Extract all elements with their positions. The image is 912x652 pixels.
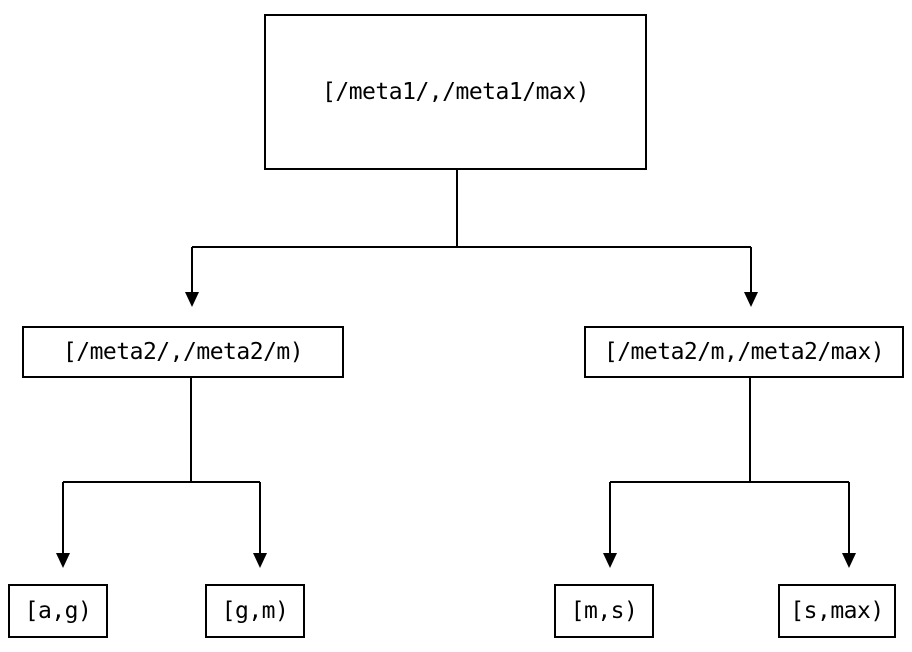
connector-right-children (609, 378, 850, 553)
tree-node-right-label: [/meta2/m,/meta2/max) (603, 339, 885, 365)
tree-node-root-label: [/meta1/,/meta1/max) (322, 79, 589, 105)
arrowheads-level2 (185, 292, 758, 307)
arrow-down-icon (56, 553, 70, 568)
tree-node-left: [/meta2/,/meta2/m) (22, 326, 344, 378)
arrow-down-icon (842, 553, 856, 568)
arrow-down-icon (744, 292, 758, 307)
arrow-down-icon (253, 553, 267, 568)
tree-node-left-label: [/meta2/,/meta2/m) (62, 339, 304, 365)
tree-node-right-right-label: [s,max) (790, 598, 884, 624)
connector-left-children (62, 378, 261, 553)
arrowheads-left-leaves (56, 553, 267, 568)
arrow-down-icon (185, 292, 199, 307)
tree-node-right: [/meta2/m,/meta2/max) (584, 326, 904, 378)
connector-root-children (191, 170, 752, 292)
tree-node-right-left-label: [m,s) (570, 598, 638, 624)
tree-node-left-right: [g,m) (205, 584, 305, 638)
tree-node-right-right: [s,max) (778, 584, 896, 638)
tree-node-left-left: [a,g) (8, 584, 108, 638)
tree-node-root: [/meta1/,/meta1/max) (264, 14, 647, 170)
tree-node-left-right-label: [g,m) (221, 598, 289, 624)
tree-node-left-left-label: [a,g) (24, 598, 92, 624)
arrowheads-right-leaves (603, 553, 856, 568)
arrow-down-icon (603, 553, 617, 568)
tree-node-right-left: [m,s) (554, 584, 654, 638)
